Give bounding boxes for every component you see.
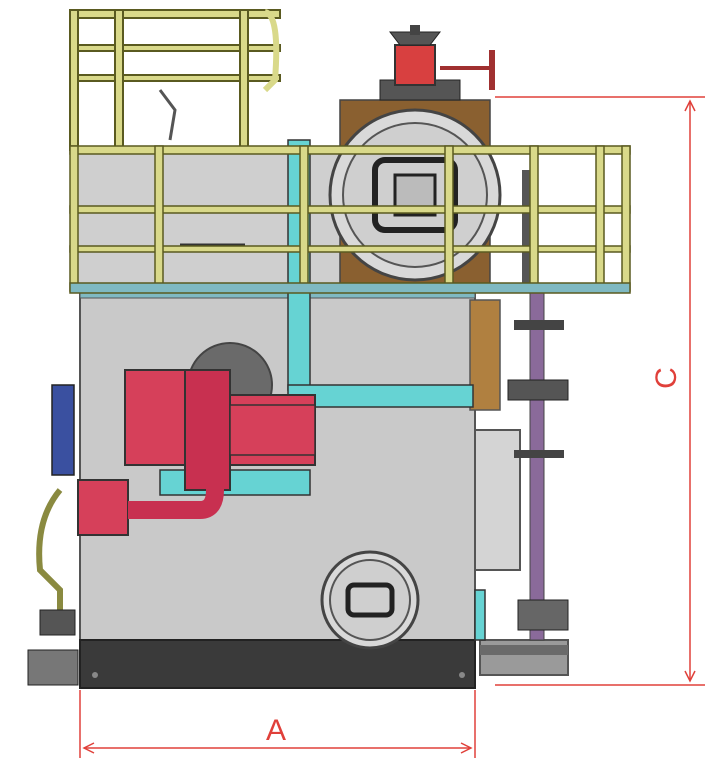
top-railing <box>69 9 281 151</box>
manhole-icon <box>372 157 458 233</box>
burner-icon <box>77 342 316 536</box>
base-plinth <box>79 639 476 689</box>
dimension-c <box>495 96 705 686</box>
dimension-c-label: C <box>650 367 683 389</box>
dimension-a <box>79 690 476 758</box>
gas-train <box>27 384 79 686</box>
dimension-a-label: A <box>266 714 286 747</box>
valve-icon <box>379 25 495 101</box>
control-cabinet <box>469 299 569 676</box>
lower-manhole <box>320 550 420 650</box>
right-piping <box>507 170 569 641</box>
platform-railing <box>69 145 631 294</box>
